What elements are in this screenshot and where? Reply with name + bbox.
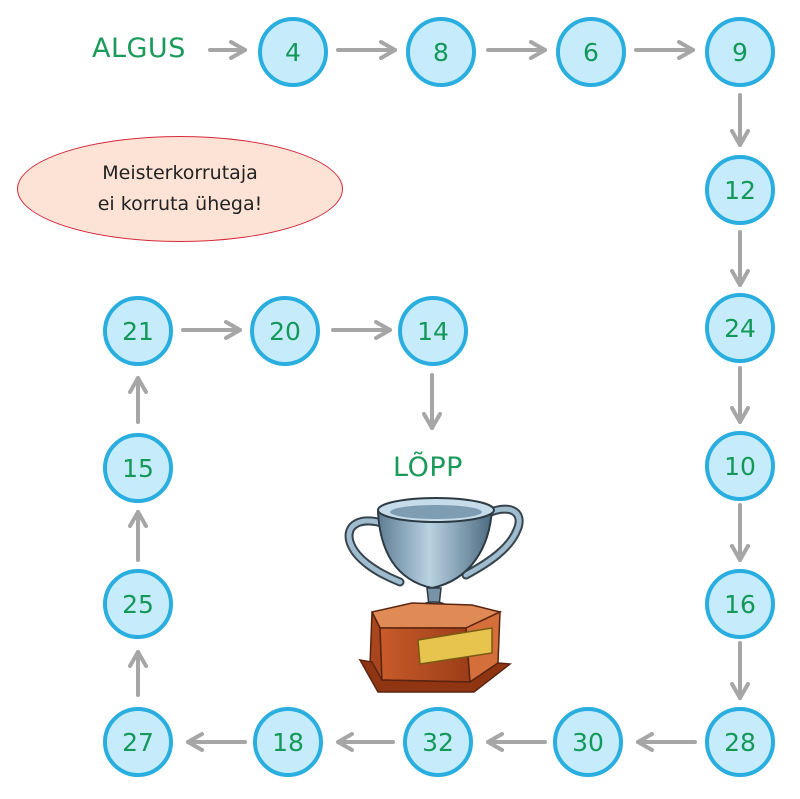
note-line-2: ei korruta ühega!	[97, 193, 263, 215]
path-node: 24	[705, 293, 775, 363]
speech-bubble: Meisterkorrutaja ei korruta ühega!	[17, 136, 343, 242]
note-line-1: Meisterkorrutaja	[102, 162, 258, 184]
path-node: 16	[705, 569, 775, 639]
finish-label: LÕPP	[393, 452, 463, 483]
path-node: 25	[103, 569, 173, 639]
path-node: 12	[705, 155, 775, 225]
path-node: 30	[553, 707, 623, 777]
path-node: 21	[103, 296, 173, 366]
start-label: ALGUS	[92, 33, 186, 64]
path-node: 8	[406, 17, 476, 87]
path-node: 32	[403, 707, 473, 777]
path-node: 28	[705, 707, 775, 777]
path-node: 27	[103, 707, 173, 777]
path-node: 4	[258, 17, 328, 87]
path-node: 6	[556, 17, 626, 87]
path-node: 20	[250, 296, 320, 366]
path-node: 15	[103, 433, 173, 503]
path-node: 18	[253, 707, 323, 777]
path-node: 9	[705, 17, 775, 87]
path-node: 14	[398, 296, 468, 366]
path-node: 10	[705, 431, 775, 501]
